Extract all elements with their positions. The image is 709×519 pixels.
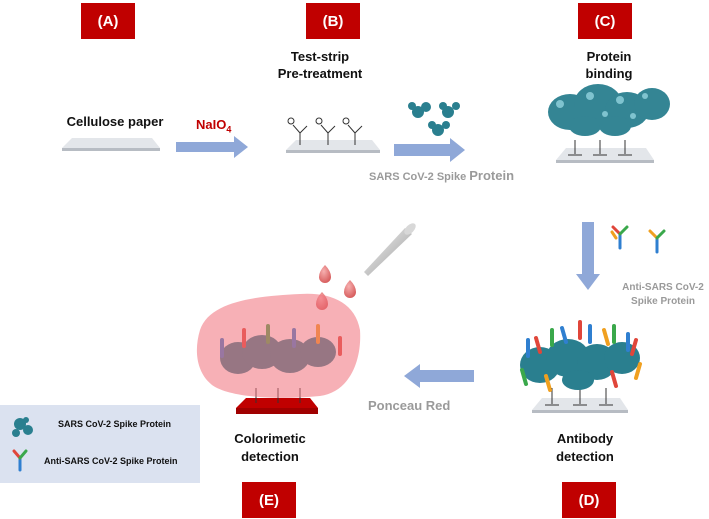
protein-bound-strip [548, 84, 670, 163]
spike-protein-small [408, 102, 460, 136]
pipette [364, 223, 416, 276]
antibody-icons [610, 225, 666, 254]
cellulose-strip [62, 138, 160, 151]
pretreatment-label-line2: Pre-treatment [277, 66, 363, 81]
antibody-strip [520, 320, 642, 413]
colorimetric-strip [196, 293, 361, 414]
anti-spike-label-line1: Anti-SARS CoV-2 [622, 282, 704, 293]
arrow-c-to-d [576, 222, 600, 290]
antibody-label-line1: Antibody [556, 431, 614, 446]
naio4-main: NaIO [196, 117, 227, 132]
arrow-d-to-e [404, 364, 474, 388]
legend-anti-label: Anti-SARS CoV-2 Spike Protein [44, 456, 178, 466]
legend-spike-label: SARS CoV-2 Spike Protein [58, 419, 172, 429]
pretreatment-label-line1: Test-strip [290, 49, 350, 64]
step-d-badge: (D) [562, 482, 616, 518]
step-c-badge: (C) [578, 3, 632, 39]
arrow-a-to-b [176, 136, 248, 158]
colorimetric-label-line2: detection [241, 449, 299, 464]
step-e-badge: (E) [242, 482, 296, 518]
spike-protein-prefix: SARS CoV-2 Spike [369, 171, 470, 183]
anti-spike-label-line2: Spike Protein [631, 296, 695, 307]
colorimetric-label-line1: Colorimetic [234, 431, 306, 446]
naio4-label: NaIO4 [196, 117, 231, 135]
legend-panel [0, 405, 200, 483]
spike-protein-suffix: Protein [469, 168, 515, 183]
cellulose-label: Cellulose paper [66, 114, 164, 129]
naio4-sub: 4 [226, 124, 232, 135]
binding-label-line2: binding [585, 66, 633, 81]
step-b-badge: (B) [306, 3, 360, 39]
ponceau-red-label: Ponceau Red [368, 398, 451, 413]
arrow-b-to-c [394, 138, 465, 162]
antibody-label-line2: detection [556, 449, 614, 464]
step-a-badge: (A) [81, 3, 135, 39]
binding-label-line1: Protein [586, 49, 632, 64]
spike-protein-label: SARS CoV-2 Spike Protein [369, 168, 514, 183]
pretreated-strip [286, 117, 380, 153]
